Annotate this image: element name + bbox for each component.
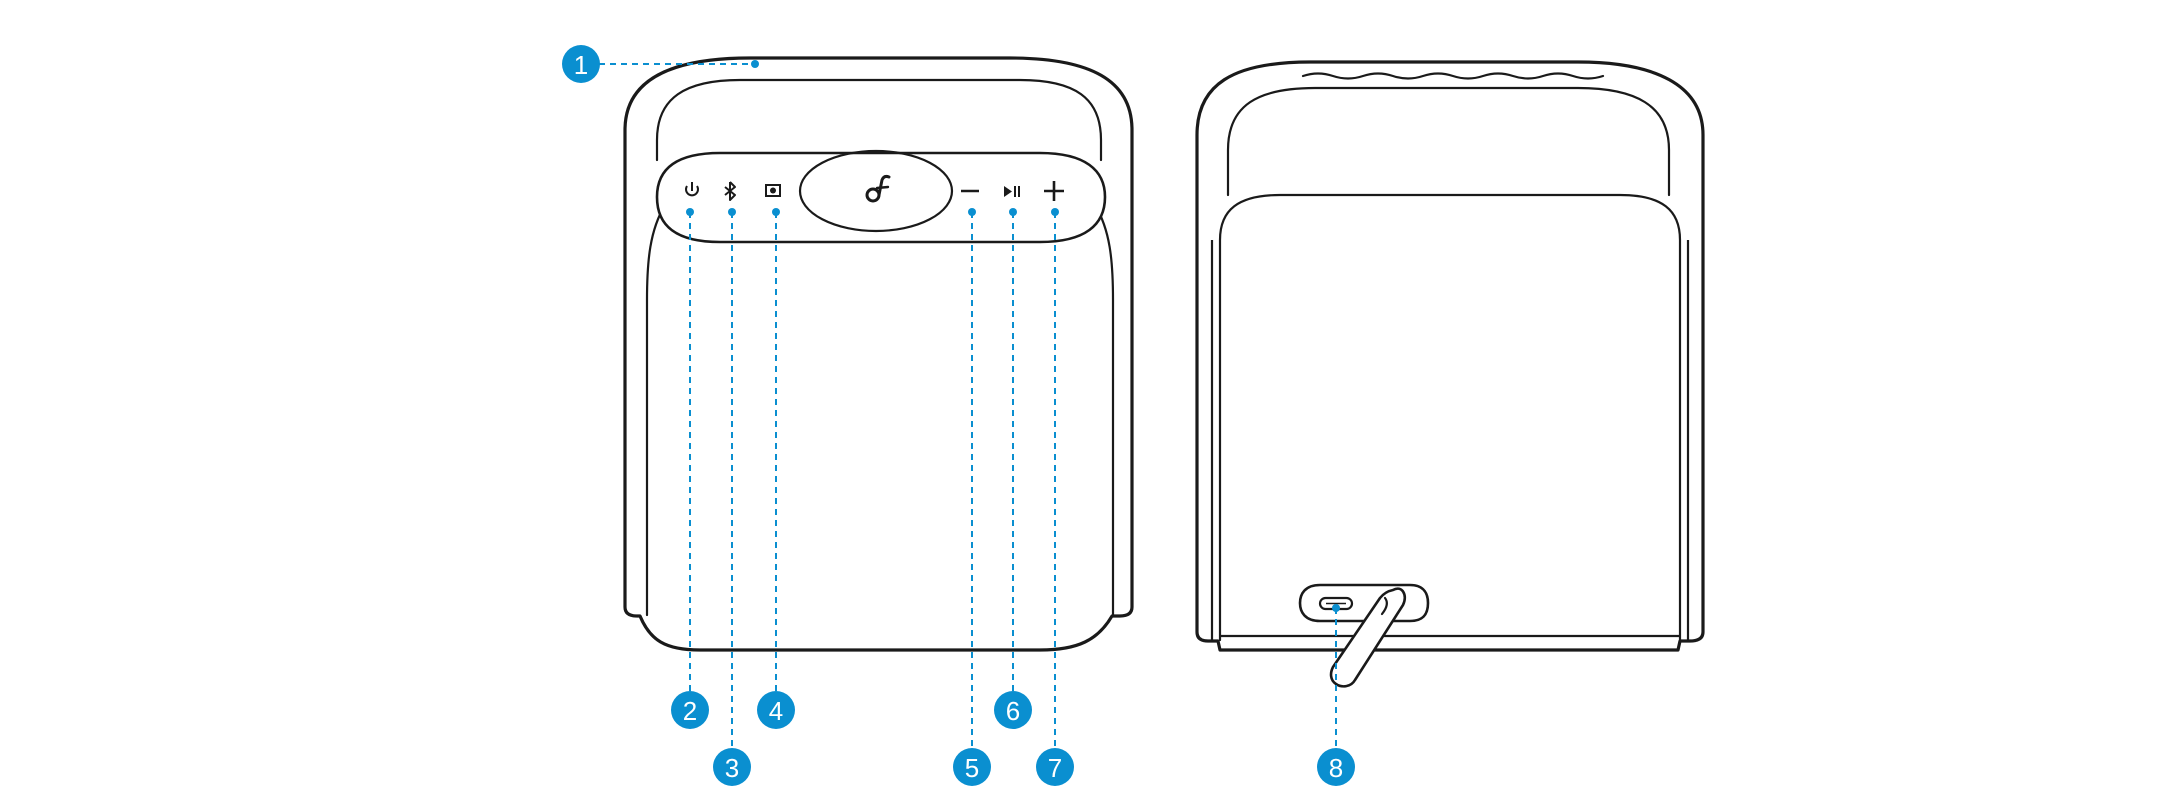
picture-mode-icon[interactable] xyxy=(765,184,781,197)
callout-anchor-dot xyxy=(772,208,780,216)
power-icon[interactable] xyxy=(685,182,699,197)
callout-number: 3 xyxy=(725,753,739,783)
front-body-outline xyxy=(623,56,1134,652)
callout-badge xyxy=(713,748,751,786)
callout-number: 4 xyxy=(769,696,783,726)
callout-1: 1 xyxy=(562,45,759,83)
callout-4: 4 xyxy=(757,208,795,729)
callout-number: 7 xyxy=(1048,753,1062,783)
bluetooth-icon[interactable] xyxy=(724,181,736,201)
soundcore-logo-icon xyxy=(865,174,891,203)
back-panel xyxy=(1218,193,1682,642)
callout-number: 8 xyxy=(1329,753,1343,783)
callout-badge xyxy=(671,691,709,729)
callout-6: 6 xyxy=(994,208,1032,729)
callout-number: 2 xyxy=(683,696,697,726)
back-handle-inner xyxy=(1226,86,1671,197)
back-top-seam xyxy=(1301,72,1605,80)
callout-2: 2 xyxy=(671,208,709,729)
back-view xyxy=(1195,60,1705,688)
callout-number: 5 xyxy=(965,753,979,783)
back-body-outline xyxy=(1195,60,1705,652)
callout-anchor-dot xyxy=(686,208,694,216)
volume-up-icon[interactable] xyxy=(1044,181,1064,201)
callout-anchor-dot xyxy=(968,208,976,216)
callout-anchor-dot xyxy=(1332,604,1340,612)
soundcore-button[interactable] xyxy=(798,149,954,233)
callout-layer: 1 234 567 8 xyxy=(562,45,1355,786)
callout-badge xyxy=(1317,748,1355,786)
callout-5: 5 xyxy=(953,208,991,786)
front-view xyxy=(623,56,1134,652)
callout-number: 6 xyxy=(1006,696,1020,726)
control-panel xyxy=(655,151,1107,244)
callout-anchor-dot xyxy=(728,208,736,216)
callout-number: 1 xyxy=(574,50,588,80)
callout-badge xyxy=(562,45,600,83)
port-cover-flap-edge xyxy=(1380,596,1388,616)
callout-badge xyxy=(757,691,795,729)
callout-3: 3 xyxy=(713,208,751,786)
callout-8: 8 xyxy=(1317,604,1355,786)
callout-badge xyxy=(953,748,991,786)
play-pause-icon[interactable] xyxy=(1004,186,1020,197)
callout-7: 7 xyxy=(1036,208,1074,786)
front-handle-inner xyxy=(655,78,1103,162)
callout-anchor-dot xyxy=(1051,208,1059,216)
callout-badge xyxy=(1036,748,1074,786)
callout-badge xyxy=(994,691,1032,729)
callout-anchor-dot xyxy=(751,60,759,68)
port-cover-flap[interactable] xyxy=(1329,587,1407,688)
callout-anchor-dot xyxy=(1009,208,1017,216)
